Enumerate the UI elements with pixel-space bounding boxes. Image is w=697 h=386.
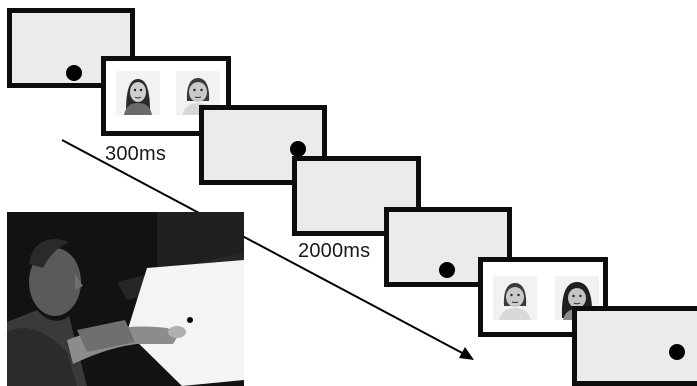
fixation-dot-icon — [439, 262, 455, 278]
trial-frame-2-faces — [101, 56, 231, 136]
fixation-dot-icon — [669, 344, 685, 360]
interval-label-2000ms: 2000ms — [298, 240, 371, 262]
trial-frame-7 — [572, 306, 697, 386]
participant-photo — [7, 212, 244, 386]
fixation-dot-icon — [66, 65, 82, 81]
face-portrait-icon — [116, 71, 160, 115]
interval-label-300ms: 300ms — [105, 143, 167, 165]
fixation-dot-icon — [290, 141, 306, 157]
trial-frame-1 — [7, 8, 135, 88]
face-portrait-icon — [493, 276, 537, 320]
